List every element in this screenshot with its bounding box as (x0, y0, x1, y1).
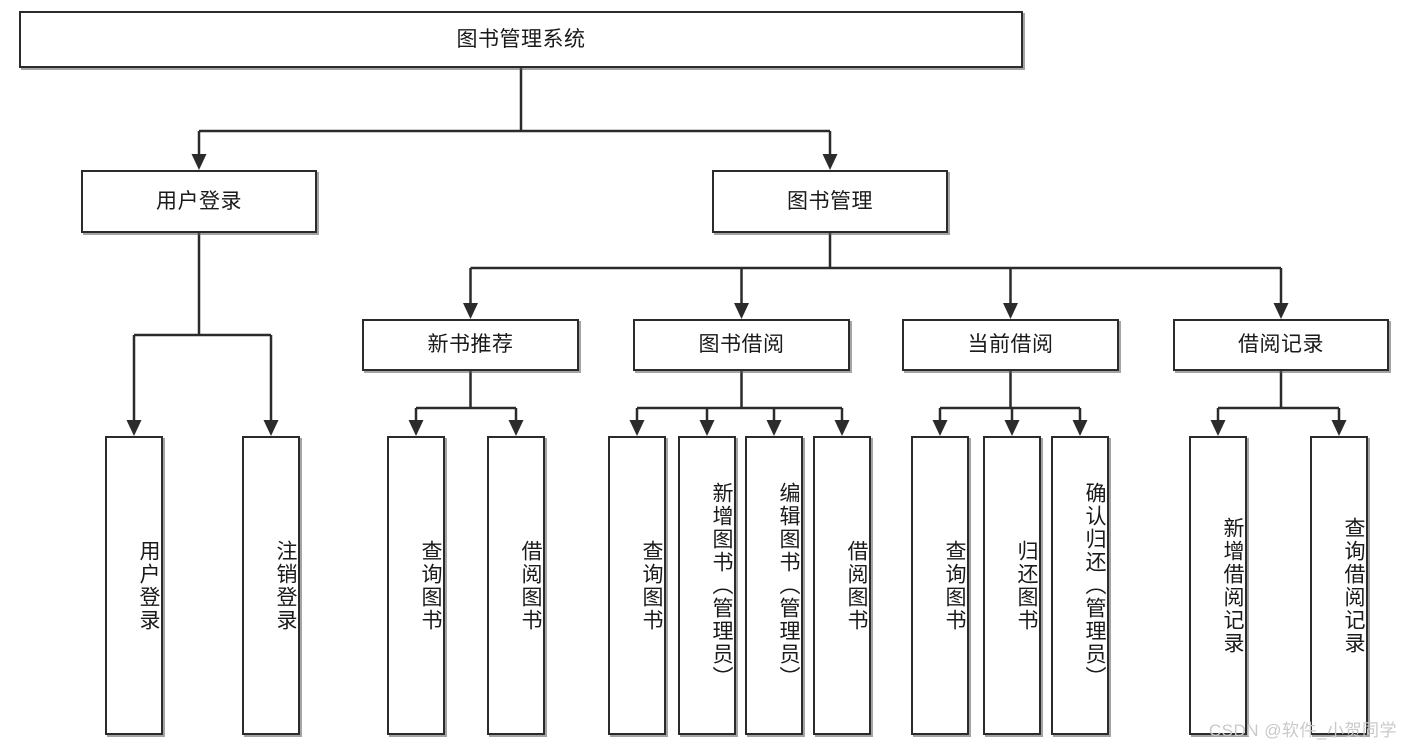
node-new-book-recommend[interactable]: 新书推荐 (362, 319, 579, 371)
leaf-query-borrow-record-label: 查询借阅记录 (1342, 516, 1365, 655)
node-current-borrow-label: 当前借阅 (967, 333, 1054, 357)
leaf-add-book-admin[interactable]: 新增图书（管理员） (678, 436, 736, 735)
leaf-query-book-recommend-label: 查询图书 (419, 539, 442, 632)
leaf-query-book-borrow-label: 查询图书 (640, 539, 663, 632)
node-book-borrow-label: 图书借阅 (698, 333, 785, 357)
node-book-borrow[interactable]: 图书借阅 (633, 319, 850, 371)
leaf-add-book-admin-label: 新增图书（管理员） (710, 482, 733, 689)
leaf-borrow-book-recommend-label: 借阅图书 (519, 539, 542, 632)
leaf-confirm-return-admin-label: 确认归还（管理员） (1083, 482, 1106, 689)
node-borrow-record-label: 借阅记录 (1238, 333, 1324, 357)
leaf-edit-book-admin-label: 编辑图书（管理员） (777, 482, 800, 689)
leaf-return-book-label: 归还图书 (1015, 539, 1038, 632)
leaf-borrow-book[interactable]: 借阅图书 (813, 436, 871, 735)
leaf-borrow-book-label: 借阅图书 (845, 539, 868, 632)
node-book-management[interactable]: 图书管理 (712, 170, 948, 233)
leaf-confirm-return-admin[interactable]: 确认归还（管理员） (1051, 436, 1109, 735)
node-root-label: 图书管理系统 (456, 27, 586, 51)
leaf-logout[interactable]: 注销登录 (242, 436, 300, 735)
leaf-add-borrow-record-label: 新增借阅记录 (1221, 516, 1244, 655)
node-book-management-label: 图书管理 (787, 189, 873, 213)
leaf-query-book-borrow[interactable]: 查询图书 (608, 436, 666, 735)
csdn-watermark: CSDN @软件_小贺同学 (1208, 721, 1397, 740)
leaf-edit-book-admin[interactable]: 编辑图书（管理员） (745, 436, 803, 735)
leaf-borrow-book-recommend[interactable]: 借阅图书 (487, 436, 545, 735)
node-user-login[interactable]: 用户登录 (81, 170, 317, 233)
node-current-borrow[interactable]: 当前借阅 (902, 319, 1119, 371)
node-borrow-record[interactable]: 借阅记录 (1173, 319, 1389, 371)
leaf-user-login-label: 用户登录 (137, 539, 160, 632)
leaf-add-borrow-record[interactable]: 新增借阅记录 (1189, 436, 1247, 735)
leaf-query-borrow-record[interactable]: 查询借阅记录 (1310, 436, 1368, 735)
node-new-book-recommend-label: 新书推荐 (427, 333, 514, 357)
leaf-user-login[interactable]: 用户登录 (105, 436, 163, 735)
leaf-return-book[interactable]: 归还图书 (983, 436, 1041, 735)
node-root[interactable]: 图书管理系统 (19, 11, 1023, 68)
leaf-query-book-current[interactable]: 查询图书 (911, 436, 969, 735)
leaf-query-book-recommend[interactable]: 查询图书 (387, 436, 445, 735)
node-user-login-label: 用户登录 (156, 189, 242, 213)
leaf-query-book-current-label: 查询图书 (943, 539, 966, 632)
leaf-logout-label: 注销登录 (274, 539, 297, 632)
